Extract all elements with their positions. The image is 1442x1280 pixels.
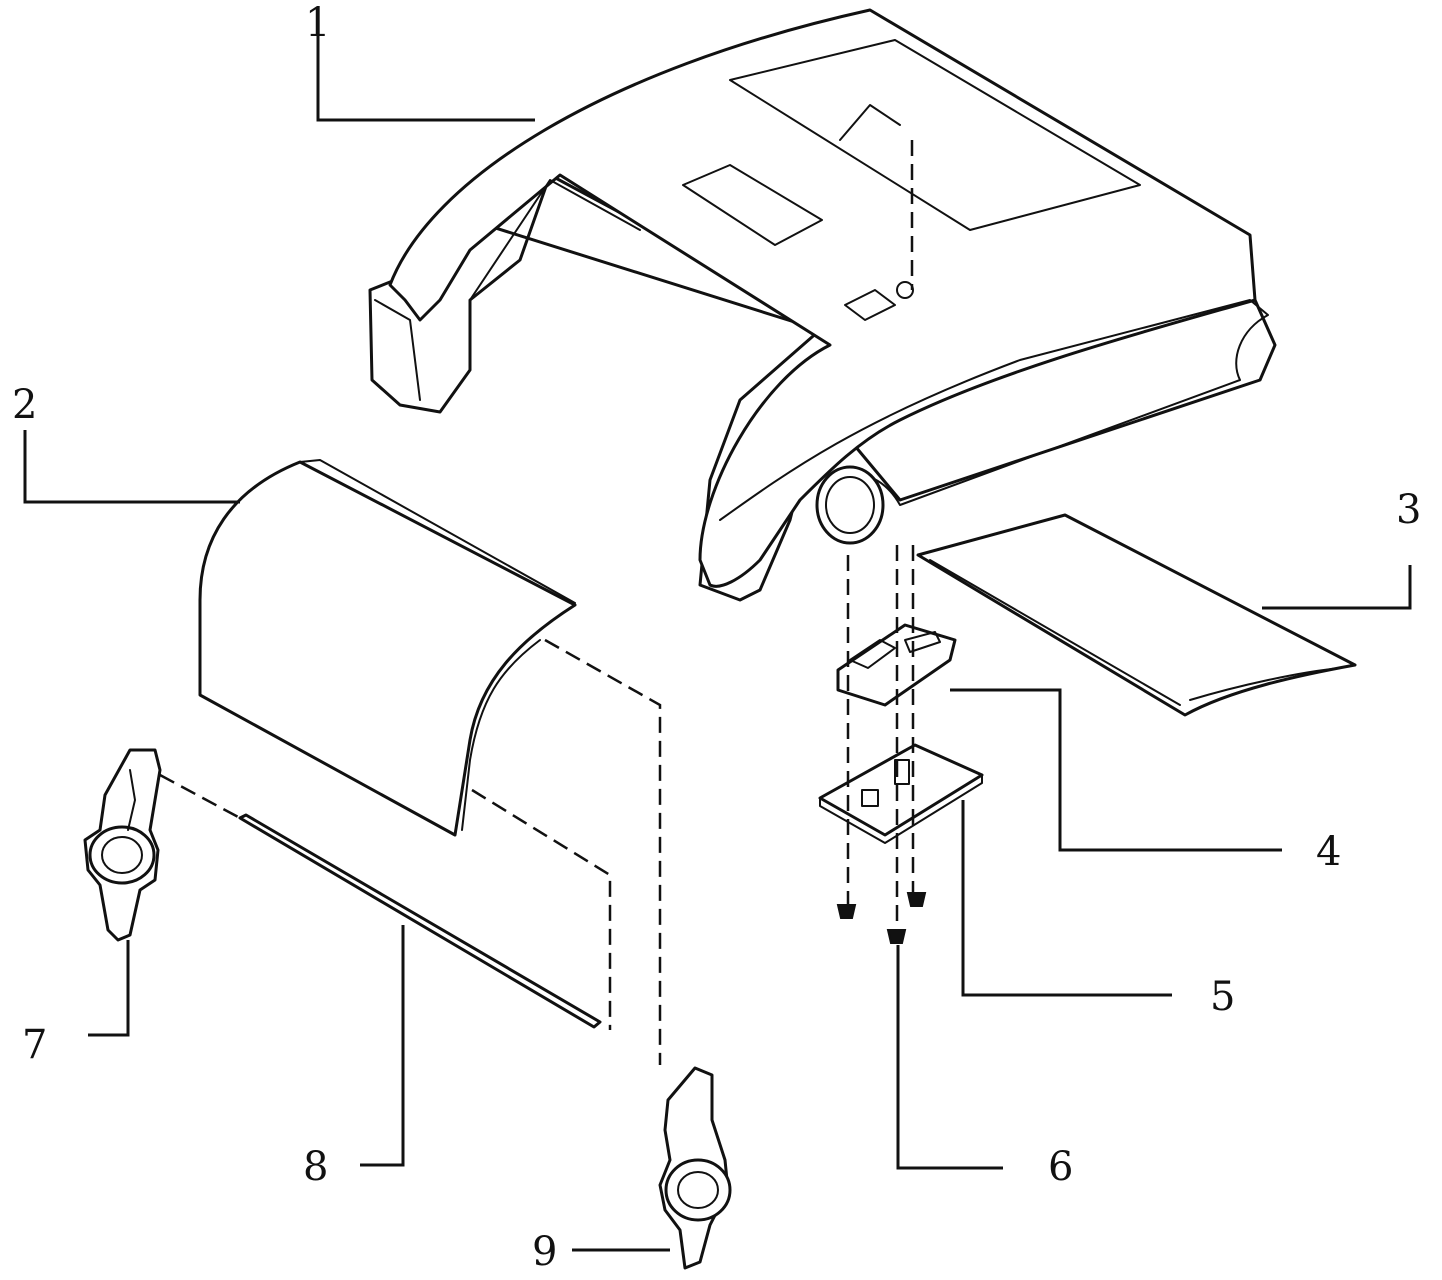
leader-6 bbox=[896, 945, 1003, 1170]
callout-8: 8 bbox=[303, 1144, 328, 1190]
leader-4 bbox=[950, 688, 1282, 852]
shaft-rod bbox=[238, 813, 602, 1029]
callout-1: 1 bbox=[305, 0, 330, 46]
leader-8 bbox=[360, 925, 405, 1167]
screws bbox=[836, 892, 927, 944]
left-hinge-bracket bbox=[83, 748, 162, 942]
leader-2 bbox=[23, 430, 240, 504]
callout-7: 7 bbox=[22, 1022, 47, 1068]
paper-cover-flap bbox=[198, 459, 577, 837]
callout-2: 2 bbox=[12, 382, 37, 428]
callout-9: 9 bbox=[532, 1229, 557, 1275]
assembly-lines bbox=[159, 140, 915, 1065]
callout-4: 4 bbox=[1316, 829, 1341, 875]
top-cover-housing bbox=[368, 8, 1277, 602]
circuit-board bbox=[818, 743, 984, 844]
callout-numbers: 1 2 3 4 5 6 7 8 9 bbox=[12, 0, 1421, 1275]
callout-5: 5 bbox=[1210, 974, 1235, 1020]
leader-5 bbox=[961, 800, 1172, 997]
leader-lines bbox=[23, 35, 1412, 1252]
right-hinge-bracket bbox=[658, 1066, 732, 1270]
tray-plate bbox=[916, 513, 1357, 717]
callout-6: 6 bbox=[1048, 1144, 1073, 1190]
callout-3: 3 bbox=[1396, 487, 1421, 533]
leader-1 bbox=[316, 35, 535, 122]
leader-3 bbox=[1262, 565, 1412, 610]
leader-7 bbox=[88, 940, 130, 1037]
